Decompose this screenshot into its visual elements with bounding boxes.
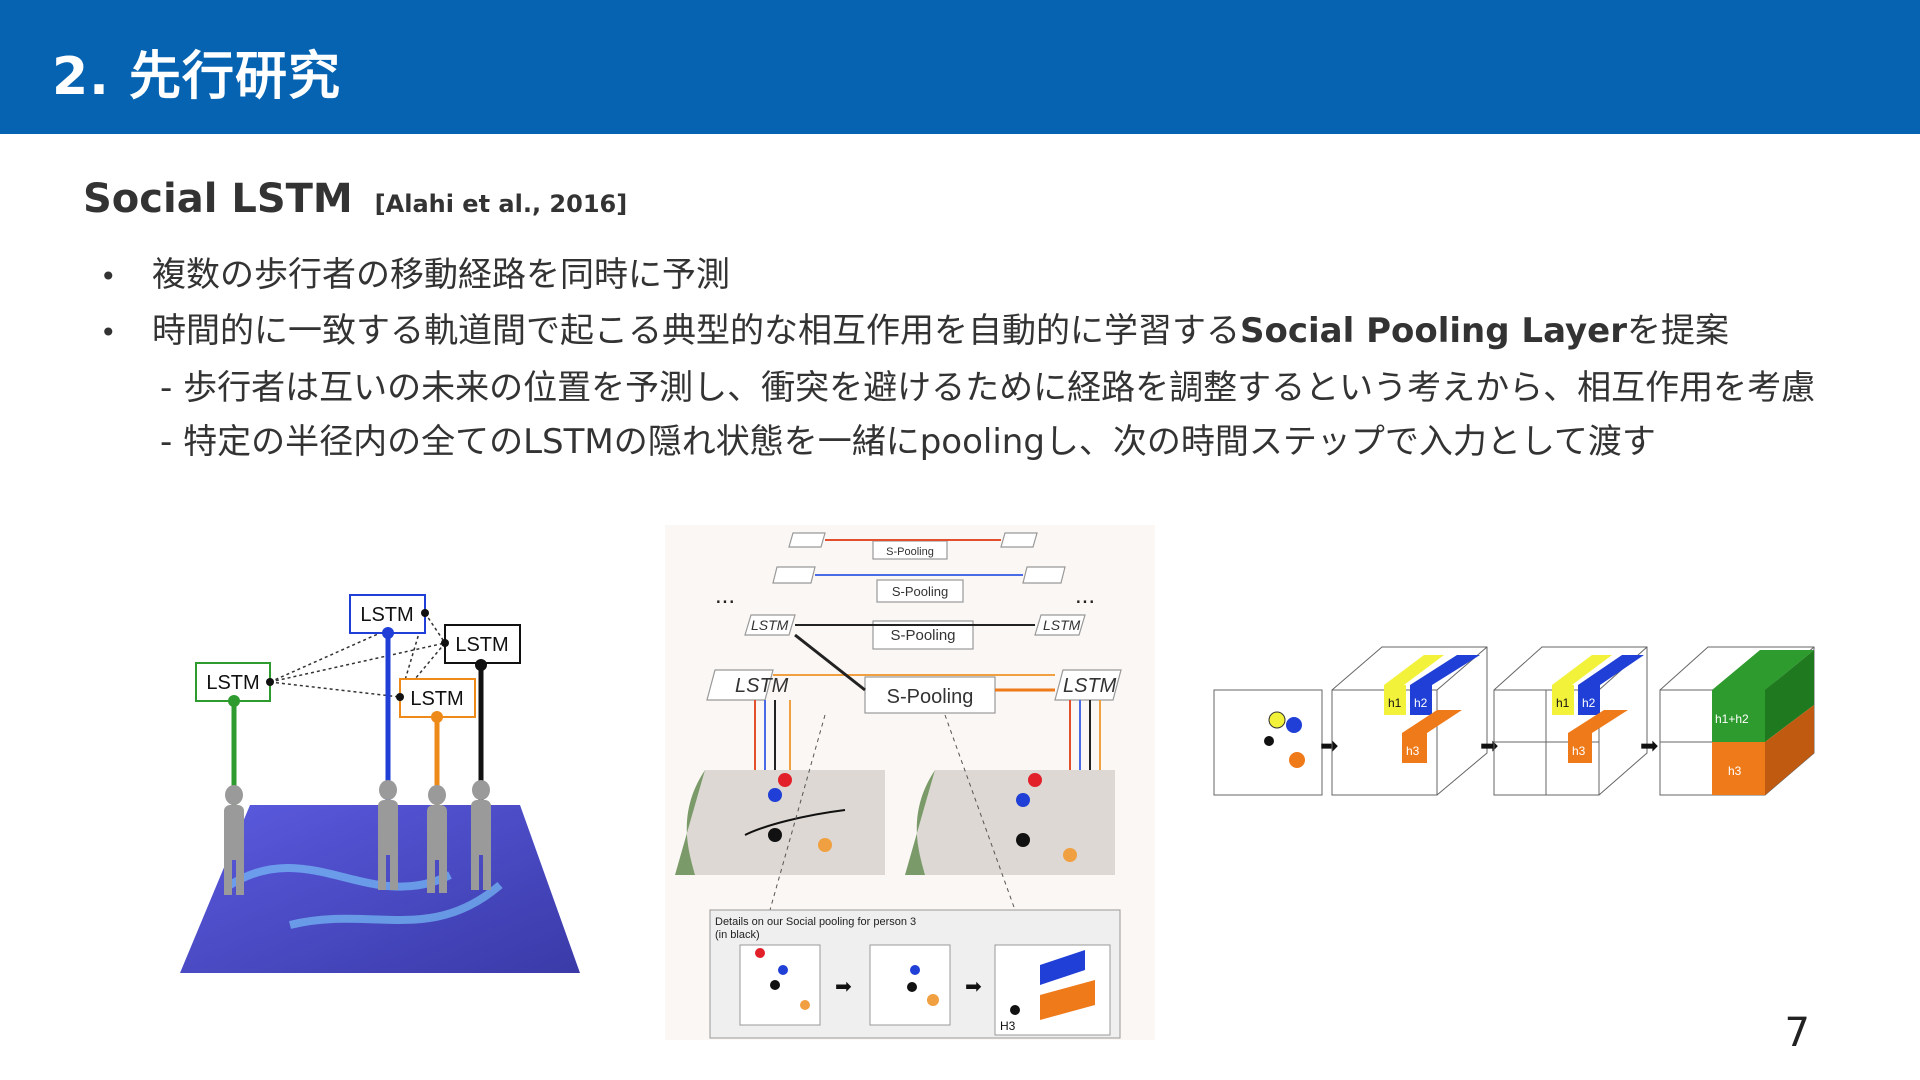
h2-label: h2 (1582, 696, 1596, 710)
pool-label: S-Pooling (887, 686, 974, 708)
bullet-list: •複数の歩行者の移動経路を同時に予測 •時間的に一致する軌道間で起こる典型的な相… (100, 248, 1880, 360)
figure-pedestrian-lstm: LSTM LSTM LSTM LSTM (170, 585, 590, 985)
lstm-label: LSTM (751, 617, 789, 633)
citation: [Alahi et al., 2016] (375, 190, 628, 218)
sub-bullet: - 特定の半径内の全てのLSTMの隠れ状態を一緒にpoolingし、次の時間ステ… (160, 415, 1880, 469)
lstm-label: LSTM (360, 604, 413, 626)
lstm-label: LSTM (206, 672, 259, 694)
section-heading: Social LSTM [Alahi et al., 2016] (83, 176, 627, 222)
pool-label: S-Pooling (890, 627, 955, 644)
lstm-label: LSTM (410, 688, 463, 710)
bullet-text: 時間的に一致する軌道間で起こる典型的な相互作用を自動的に学習する (152, 311, 1240, 351)
bullet-dot: • (100, 306, 152, 360)
title-bar: 2. 先行研究 (0, 0, 1920, 134)
bullet-suffix: を提案 (1627, 311, 1729, 351)
sub-bullet: - 歩行者は互いの未来の位置を予測し、衝突を避けるために経路を調整するという考え… (160, 361, 1880, 415)
h3-label: h3 (1572, 744, 1586, 758)
figure-social-pooling: ... ... LSTM LSTM LSTM LSTM S-Pooling S-… (665, 525, 1155, 1040)
h3-label: h3 (1728, 764, 1742, 778)
h3-label: H3 (1000, 1019, 1016, 1033)
scene-right (905, 770, 1115, 875)
h12-label: h1+h2 (1715, 712, 1749, 726)
bullet-dot: • (100, 250, 152, 304)
lstm-label: LSTM (1043, 617, 1081, 633)
h1-label: h1 (1388, 696, 1402, 710)
svg-text:➡: ➡ (965, 976, 982, 998)
bullet-bold-text: Social Pooling Layer (1240, 311, 1627, 351)
svg-text:➡: ➡ (1640, 733, 1658, 758)
svg-text:➡: ➡ (835, 976, 852, 998)
svg-text:➡: ➡ (1320, 733, 1338, 758)
pool-label: S-Pooling (886, 546, 934, 558)
section-title: Social LSTM (83, 176, 353, 222)
bullet-text: 複数の歩行者の移動経路を同時に予測 (152, 255, 730, 295)
pool-label: S-Pooling (892, 584, 948, 599)
h3-label: h3 (1406, 744, 1420, 758)
figure-pooling-grid: ➡ h1 h2 h3 ➡ h1 h2 h3 ➡ h1+h2 h3 (1212, 645, 1817, 805)
h1-label: h1 (1556, 696, 1570, 710)
svg-text:➡: ➡ (1480, 733, 1498, 758)
lstm-left-label: LSTM (735, 675, 789, 697)
slide-title: 2. 先行研究 (52, 34, 341, 109)
bullet-item: •時間的に一致する軌道間で起こる典型的な相互作用を自動的に学習するSocial … (100, 304, 1880, 360)
h2-label: h2 (1414, 696, 1428, 710)
ellipsis-right: ... (1075, 582, 1095, 609)
detail-caption-2: (in black) (715, 929, 760, 941)
page-number: 7 (1785, 1010, 1810, 1056)
lstm-label: LSTM (455, 634, 508, 656)
detail-caption: Details on our Social pooling for person… (715, 916, 916, 928)
ellipsis-left: ... (715, 582, 735, 609)
lstm-right-label: LSTM (1063, 675, 1117, 697)
scene-left (675, 770, 885, 875)
bullet-item: •複数の歩行者の移動経路を同時に予測 (100, 248, 1880, 304)
